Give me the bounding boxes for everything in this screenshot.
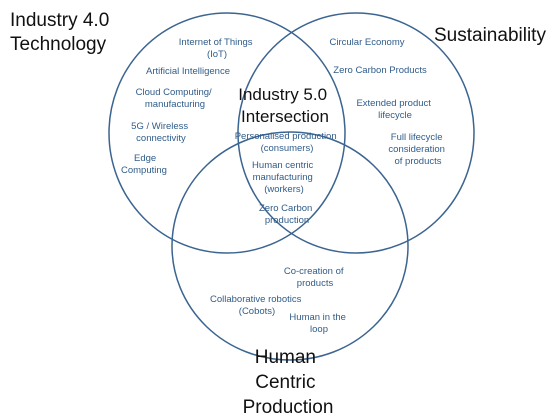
intersection-item-human-centric-mfg: Human centric manufacturing (workers) (252, 160, 316, 195)
human-centric-circle (171, 131, 409, 361)
technology-item-ai: Artificial Intelligence (146, 66, 230, 77)
intersection-item-personalised: Personalised production (consumers) (235, 131, 340, 154)
intersection-title: Industry 5.0 Intersection (238, 85, 332, 126)
intersection-item-zero-carbon-production: Zero Carbon production (259, 203, 315, 226)
sustainability-title: Sustainability (434, 25, 546, 46)
sustainability-circle (237, 12, 475, 254)
human-item-human-in-loop: Human in the loop (289, 312, 348, 335)
technology-item-iot: Internet of Things (IoT) (179, 37, 255, 60)
sustainability-item-full-lifecycle: Full lifecycle consideration of products (388, 132, 447, 167)
technology-circle (108, 12, 346, 254)
human-item-cobots: Collaborative robotics (Cobots) (210, 294, 304, 317)
human-item-co-creation: Co-creation of products (284, 266, 346, 289)
technology-item-5g: 5G / Wireless connectivity (131, 121, 191, 144)
human-centric-title: Human Centric Production (243, 347, 334, 418)
sustainability-item-zero-carbon-products: Zero Carbon Products (333, 65, 427, 76)
technology-title: Industry 4.0 Technology (10, 10, 115, 55)
sustainability-item-circular: Circular Economy (330, 37, 405, 48)
sustainability-item-extended-lifecycle: Extended product lifecycle (356, 98, 433, 121)
technology-item-edge: Edge Computing (121, 153, 167, 176)
technology-item-cloud: Cloud Computing/ manufacturing (136, 87, 215, 110)
